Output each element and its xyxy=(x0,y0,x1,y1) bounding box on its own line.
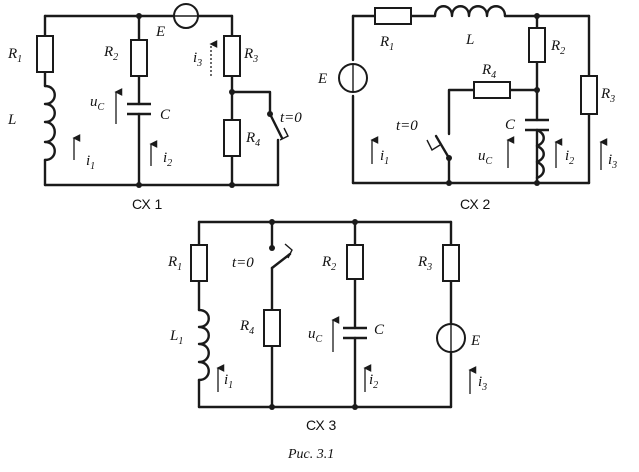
sx3-resistor-r3 xyxy=(442,244,460,282)
sx2-title: СХ 2 xyxy=(460,196,491,212)
sx2-label-r2: R2 xyxy=(550,38,565,57)
sx1-title: СХ 1 xyxy=(132,196,163,212)
sx3-label-switch: t=0 xyxy=(232,255,254,271)
sx2-label-r4: R4 xyxy=(481,62,496,81)
sx2-label-e: E xyxy=(317,71,327,87)
sx1-label-switch: t=0 xyxy=(280,110,302,126)
sx1-node xyxy=(136,182,142,188)
sx1-label-r3: R3 xyxy=(243,46,258,65)
sx1-switch-arc xyxy=(279,127,289,141)
sx1-label-e: E xyxy=(155,24,165,40)
sx3-switch-node xyxy=(269,245,275,251)
sx2-label-i1: i1 xyxy=(380,148,389,167)
sx3-label-l1: L1 xyxy=(169,328,183,347)
sx3-switch-arc xyxy=(284,243,293,259)
sx1-resistor-r2 xyxy=(130,39,148,77)
sx2-resistor-r2 xyxy=(528,27,546,63)
sx3-resistor-r1 xyxy=(190,244,208,282)
sx2-resistor-r1 xyxy=(374,7,412,25)
sx3-node xyxy=(352,404,358,410)
circuit-sx2: R1 L E R2 R4 C R3 t=0 i1 uC xyxy=(317,5,617,212)
sx2-label-uc: uC xyxy=(478,148,493,167)
sx3-label-r2: R2 xyxy=(321,254,336,273)
sx1-label-i2: i2 xyxy=(163,150,172,169)
sx3-switch-blade xyxy=(270,252,292,270)
sx1-node xyxy=(136,13,142,19)
figure-caption: Рис. 3.1 xyxy=(287,447,334,462)
sx2-label-i2: i2 xyxy=(565,148,574,167)
sx3-node xyxy=(352,219,358,225)
sx1-resistor-r1 xyxy=(36,35,54,73)
sx1-label-r4: R4 xyxy=(245,130,260,149)
circuit-sx3: R1 L1 t=0 R4 R2 C R3 E i1 uC xyxy=(167,219,487,433)
sx1-switch-blade xyxy=(268,112,284,140)
sx3-label-i1: i1 xyxy=(224,372,233,391)
sx3-inductor-l1 xyxy=(197,308,210,382)
sx2-label-r3: R3 xyxy=(600,86,615,105)
sx1-label-uc: uC xyxy=(90,94,105,113)
sx3-label-r1: R1 xyxy=(167,254,182,273)
sx1-label-i3: i3 xyxy=(193,50,202,69)
sx1-switch-wires xyxy=(230,90,280,187)
sx2-label-c: C xyxy=(505,117,516,133)
sx3-title: СХ 3 xyxy=(306,417,337,433)
sx2-node xyxy=(534,180,540,186)
sx2-inductor-coil-c xyxy=(535,128,545,180)
sx2-resistor-r4 xyxy=(473,81,511,99)
sx3-label-r3: R3 xyxy=(417,254,432,273)
sx3-label-uc: uC xyxy=(308,326,323,345)
sx2-label-i3: i3 xyxy=(608,152,617,171)
sx2-node xyxy=(534,87,540,93)
sx1-label-l: L xyxy=(7,112,16,128)
sx2-label-switch: t=0 xyxy=(396,118,418,134)
sx3-capacitor-c xyxy=(343,326,367,340)
sx2-switch-arc xyxy=(426,139,441,152)
sx3-label-c: C xyxy=(374,322,385,338)
sx3-node xyxy=(269,219,275,225)
sx1-label-c: C xyxy=(160,107,171,123)
sx1-resistor-r3 xyxy=(223,35,241,77)
sx2-inductor-l xyxy=(433,5,507,18)
sx1-node xyxy=(229,182,235,188)
sx1-inductor-l xyxy=(43,84,56,162)
sx3-resistor-r2 xyxy=(346,244,364,280)
sx2-resistor-r3 xyxy=(580,75,598,115)
sx2-node xyxy=(446,180,452,186)
sx3-label-e: E xyxy=(470,333,480,349)
sx2-wire-r4 xyxy=(447,88,539,185)
sx3-label-i3: i3 xyxy=(478,374,487,393)
sx1-label-r1: R1 xyxy=(7,46,22,65)
sx1-label-i1: i1 xyxy=(86,153,95,172)
sx3-label-i2: i2 xyxy=(369,372,378,391)
sx1-node xyxy=(229,89,235,95)
sx1-resistor-r4 xyxy=(223,119,241,157)
circuit-sx1: R1 L R2 C E R3 R4 t=0 i1 uC xyxy=(7,3,302,212)
sx2-node xyxy=(534,13,540,19)
sx3-node xyxy=(269,404,275,410)
sx3-resistor-r4 xyxy=(263,309,281,347)
sx1-capacitor-c xyxy=(127,102,151,116)
sx2-capacitor-c xyxy=(525,118,549,132)
sx1-label-r2: R2 xyxy=(103,44,118,63)
sx2-label-r1: R1 xyxy=(379,34,394,53)
sx2-switch-blade xyxy=(434,134,451,160)
sx2-label-l: L xyxy=(465,32,474,48)
sx3-label-r4: R4 xyxy=(239,318,254,337)
